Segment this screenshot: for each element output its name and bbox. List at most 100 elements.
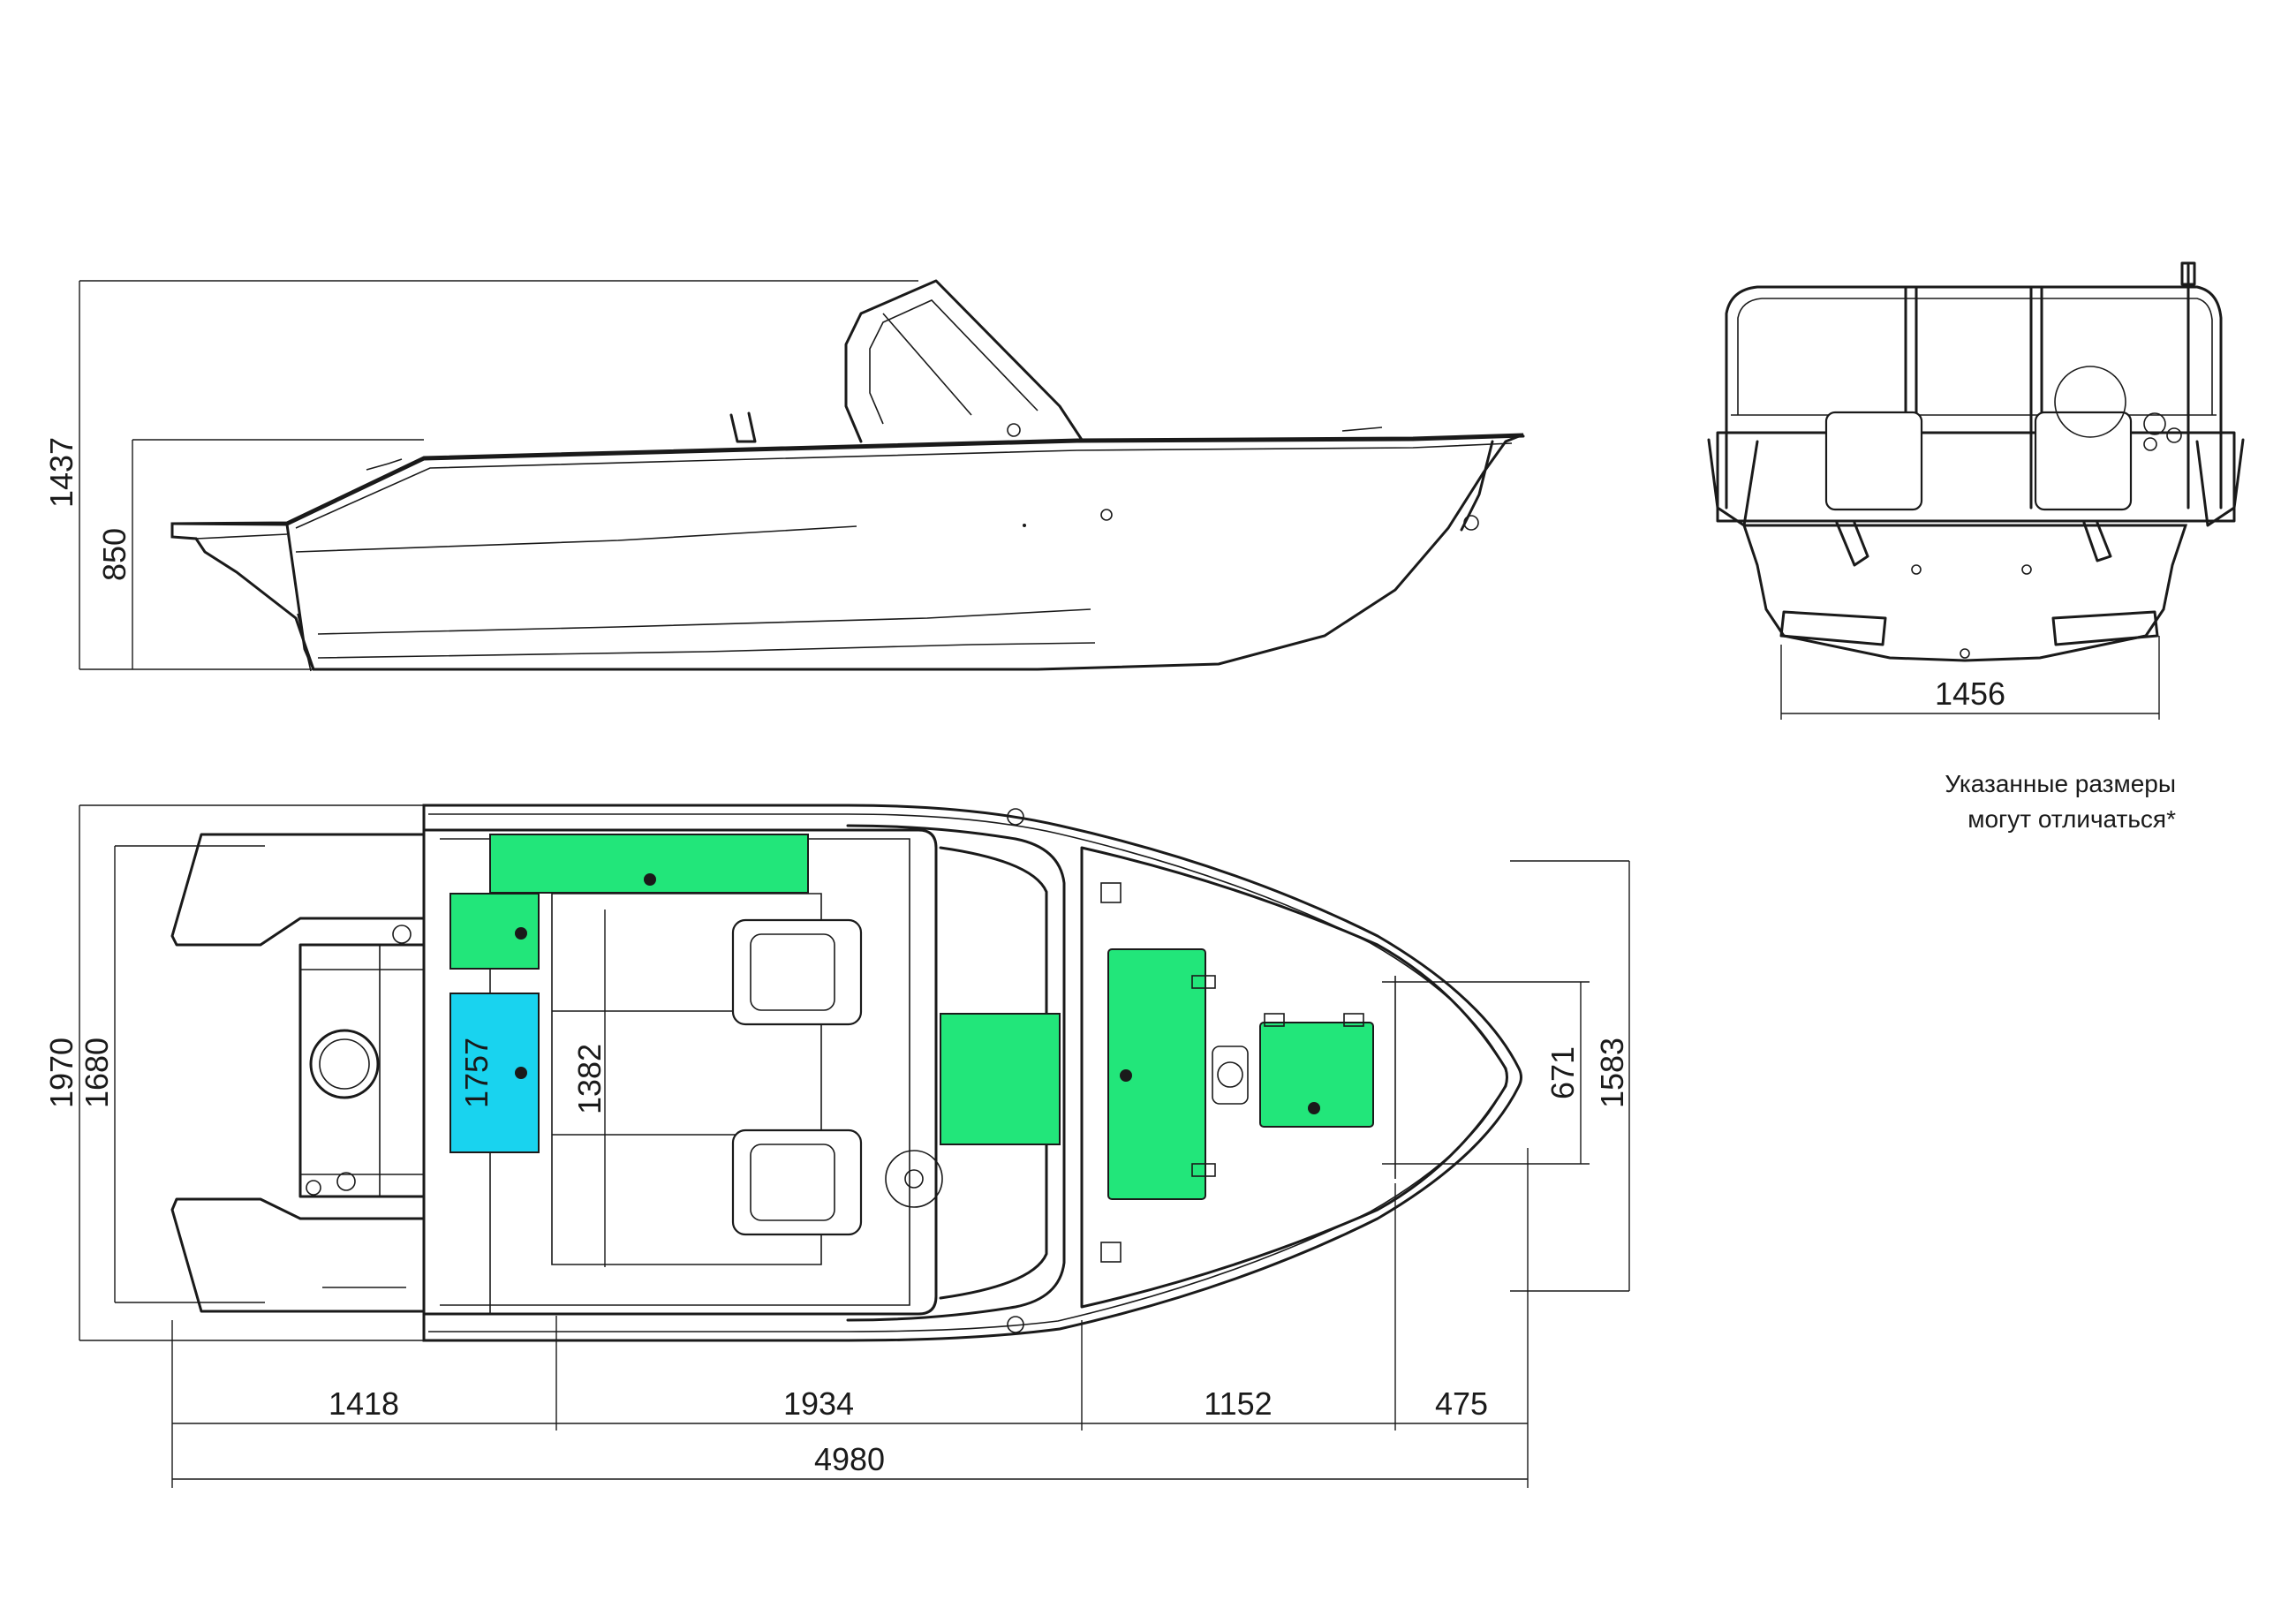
disclaimer-line-2: могут отличаться* xyxy=(1967,805,2176,833)
storage-foredeck-large-hinge-a xyxy=(1191,975,1216,989)
side-view: 1437 850 xyxy=(43,279,1525,672)
side-bow-eye xyxy=(1463,515,1479,531)
rear-side-right xyxy=(2195,438,2245,527)
dim-1934: 1934 xyxy=(783,1385,854,1422)
storage-foredeck-large-latch xyxy=(1120,1069,1132,1082)
rear-seat-left xyxy=(1824,411,1923,511)
dim-475: 475 xyxy=(1435,1385,1488,1422)
top-bow-eye-b xyxy=(1007,1316,1024,1333)
top-stern-well-line-b xyxy=(300,969,424,1175)
rear-windshield-inner xyxy=(1737,298,2213,415)
top-stern-pontoon-bottom xyxy=(170,1197,426,1313)
top-dim-lines-right xyxy=(1382,860,1630,1292)
side-cleat-front xyxy=(1341,427,1383,432)
rear-drain-2 xyxy=(2021,564,2032,575)
top-bow-eye-a xyxy=(1007,808,1024,826)
side-transducer xyxy=(297,613,312,672)
storage-locker-top-latch xyxy=(644,873,656,886)
cockpit-locker-latch xyxy=(515,1067,527,1079)
top-foredeck-vent-b xyxy=(1100,1242,1122,1263)
rear-motor-bracket-right xyxy=(2082,521,2112,562)
dim-850: 850 xyxy=(96,528,132,581)
rear-gauge-2 xyxy=(2166,427,2182,443)
top-stern-cleat-a xyxy=(306,1180,321,1196)
disclaimer-line-1: Указанные размеры xyxy=(1945,770,2176,797)
side-windshield xyxy=(844,279,1084,443)
dimensions-disclaimer: Указанные размеры могут отличаться* xyxy=(1945,766,2176,837)
side-seat-post xyxy=(729,411,757,443)
rear-side-left xyxy=(1707,438,1759,527)
side-gunwale-inner xyxy=(295,442,1513,529)
top-stern-hatch xyxy=(309,1029,380,1099)
side-transom xyxy=(170,522,315,671)
rear-step-left xyxy=(1779,610,1887,646)
top-windshield xyxy=(846,824,1066,1322)
side-dim-line-1437 xyxy=(79,280,918,670)
side-chine-line xyxy=(295,525,857,553)
side-marker xyxy=(1023,524,1026,527)
dim-4980: 4980 xyxy=(814,1441,885,1477)
storage-console-hatch xyxy=(940,1013,1061,1145)
side-spray-rail xyxy=(317,642,1096,659)
rear-drain-3 xyxy=(1960,648,1970,659)
storage-foredeck-small-hinge-b xyxy=(1343,1013,1364,1027)
top-cockpit xyxy=(422,828,938,1316)
storage-foredeck-large-hinge-b xyxy=(1191,1163,1216,1177)
dim-1456: 1456 xyxy=(1935,676,2005,712)
side-fitting xyxy=(1007,423,1021,437)
dim-1757: 1757 xyxy=(458,1038,495,1108)
storage-foredeck-large xyxy=(1107,948,1206,1200)
storage-foredeck-small-hinge-a xyxy=(1264,1013,1285,1027)
dim-671: 671 xyxy=(1545,1046,1581,1099)
top-stern-hatch-inner xyxy=(319,1038,370,1090)
top-console-edge xyxy=(940,1014,1061,1144)
top-steering-hub xyxy=(904,1169,924,1189)
side-dim-line-850 xyxy=(132,439,424,669)
top-dim-lines-bottom xyxy=(171,1148,1529,1488)
storage-locker-small-latch xyxy=(515,927,527,940)
dim-1418: 1418 xyxy=(329,1385,399,1422)
top-view: 1970 1680 1757 1382 671 1583 1418 1934 1… xyxy=(43,804,1630,1488)
storage-foredeck-small-latch xyxy=(1308,1102,1320,1114)
top-foredeck-fitting xyxy=(1212,1046,1249,1105)
top-seat-front xyxy=(731,918,863,1026)
dim-1382: 1382 xyxy=(571,1044,608,1114)
top-foredeck-vent-a xyxy=(1100,882,1122,903)
top-stern-cleat-b xyxy=(336,1172,356,1191)
top-foredeck-fitting-hub xyxy=(1217,1061,1243,1088)
side-cleat-rear xyxy=(366,458,403,471)
top-foredeck xyxy=(1080,846,1508,1309)
rear-seat-right xyxy=(2034,411,2133,511)
rear-windshield xyxy=(1725,285,2223,510)
side-vent xyxy=(1100,509,1113,521)
top-steering-wheel xyxy=(885,1150,943,1208)
rear-step-right xyxy=(2051,610,2159,646)
dim-1970: 1970 xyxy=(43,1038,79,1108)
side-keel-line xyxy=(317,608,1091,635)
dim-1680: 1680 xyxy=(79,1038,115,1108)
rear-steering-wheel xyxy=(2054,366,2126,438)
rear-dim-line-1456 xyxy=(1780,636,2160,720)
dim-1583: 1583 xyxy=(1594,1038,1630,1108)
rear-gauge-1 xyxy=(2143,412,2166,435)
side-windshield-inner xyxy=(869,299,1038,425)
top-stern-fitting xyxy=(392,925,412,944)
dim-1152: 1152 xyxy=(1204,1385,1272,1422)
rear-view: 1456 xyxy=(1707,261,2245,720)
rear-antenna xyxy=(2180,261,2196,510)
side-transom-step xyxy=(195,533,288,540)
side-bow-tip xyxy=(1460,440,1494,532)
side-hull xyxy=(170,433,1524,671)
storage-foredeck-small xyxy=(1259,1022,1374,1128)
top-stern-pontoon-top xyxy=(170,833,426,947)
dim-1437: 1437 xyxy=(43,437,79,508)
top-seat-rear xyxy=(731,1129,863,1236)
rear-drain-1 xyxy=(1911,564,1922,575)
rear-motor-bracket-left xyxy=(1835,521,1869,567)
top-stern-well xyxy=(298,943,426,1198)
rear-gauge-3 xyxy=(2143,437,2157,451)
side-windshield-brace xyxy=(882,313,972,416)
top-dim-lines-left xyxy=(79,804,424,1341)
rear-hull xyxy=(1741,524,2188,662)
